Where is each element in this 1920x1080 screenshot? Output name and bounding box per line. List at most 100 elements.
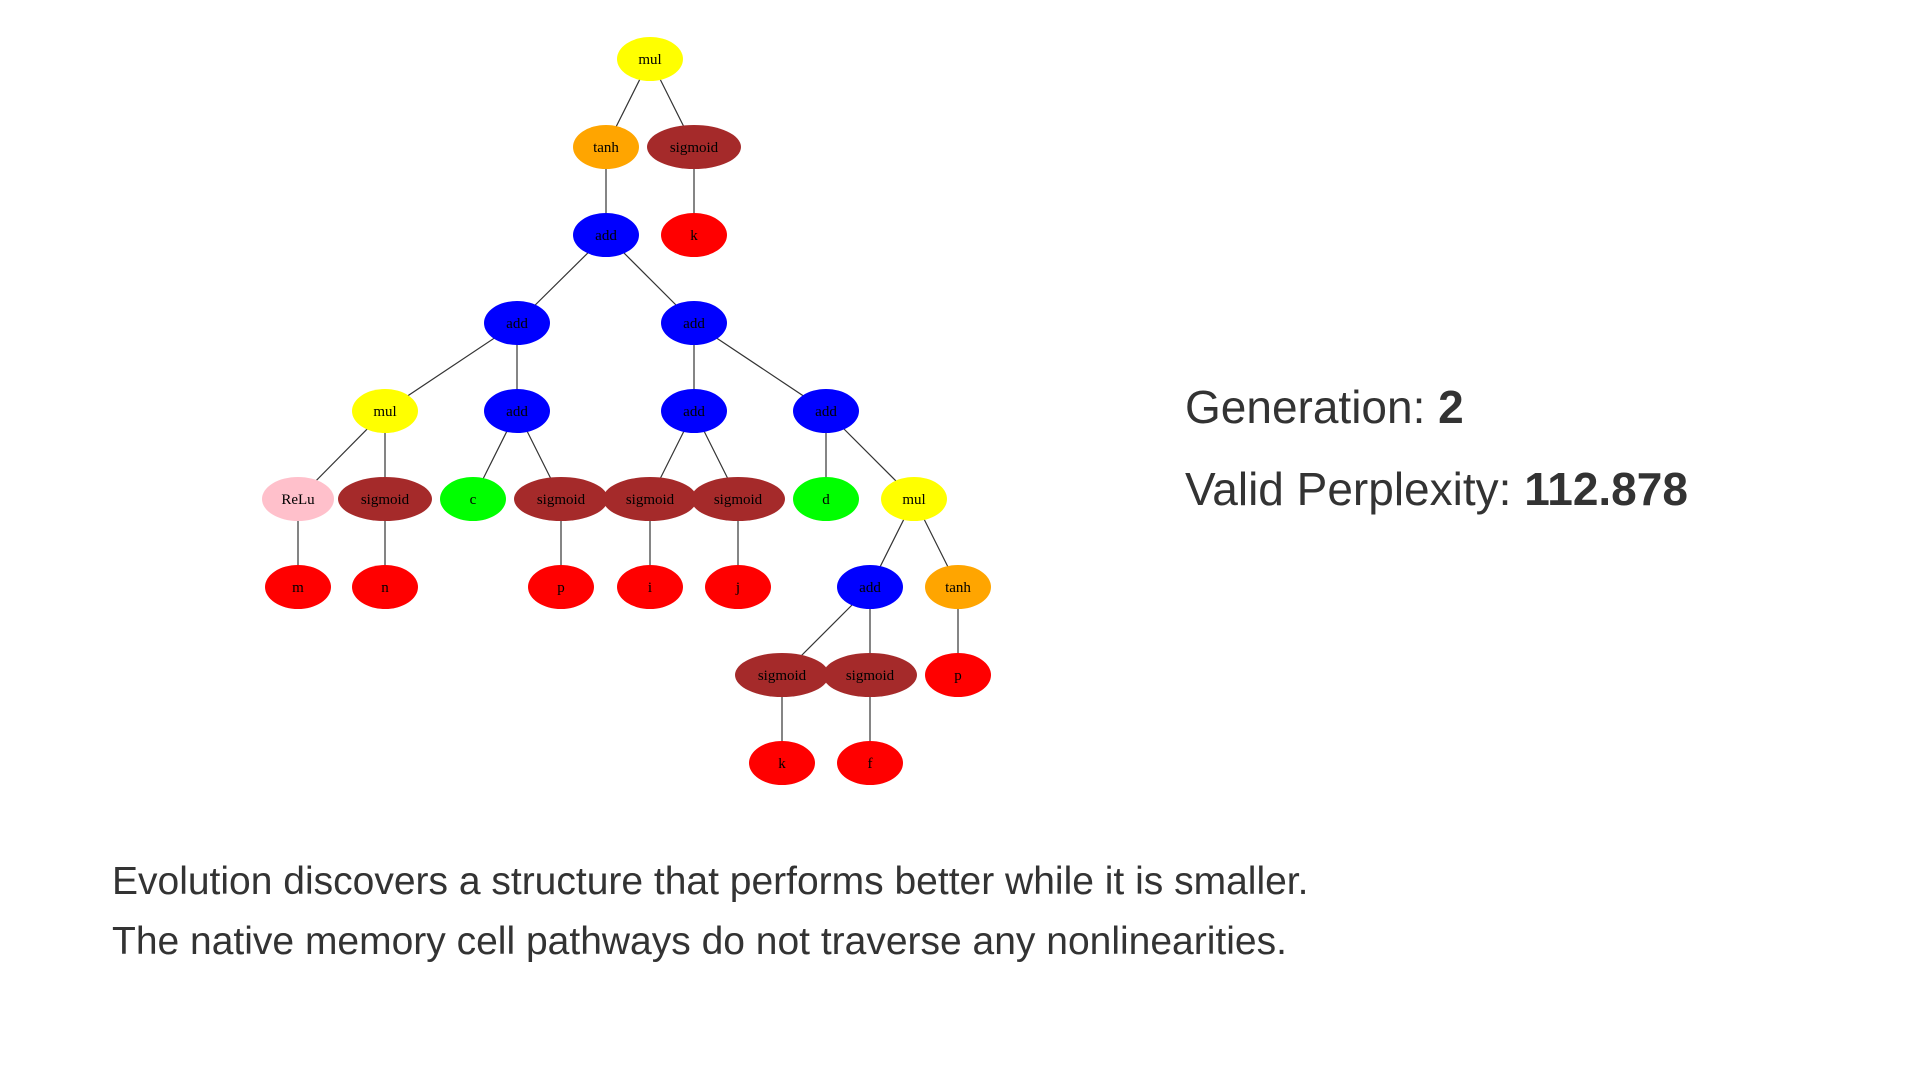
- tree-node-relu: ReLu: [262, 477, 334, 521]
- node-ellipse: [647, 125, 741, 169]
- node-label: add: [506, 404, 528, 420]
- node-label: m: [292, 580, 304, 596]
- node-label: add: [595, 228, 617, 244]
- caption-line-2: The native memory cell pathways do not t…: [112, 920, 1287, 963]
- node-ellipse: [352, 389, 418, 433]
- node-label: sigmoid: [758, 668, 807, 684]
- tree-node-add: add: [661, 301, 727, 345]
- node-label: sigmoid: [626, 492, 675, 508]
- tree-node-sigmoid: sigmoid: [735, 653, 829, 697]
- tree-node-k: k: [749, 741, 815, 785]
- tree-node-mul: mul: [352, 389, 418, 433]
- node-label: k: [778, 756, 786, 772]
- tree-node-k: k: [661, 213, 727, 257]
- node-ellipse: [925, 565, 991, 609]
- node-ellipse: [528, 565, 594, 609]
- node-ellipse: [484, 389, 550, 433]
- tree-node-n: n: [352, 565, 418, 609]
- node-label: f: [868, 756, 873, 772]
- node-ellipse: [705, 565, 771, 609]
- tree-node-p: p: [528, 565, 594, 609]
- node-ellipse: [881, 477, 947, 521]
- node-ellipse: [661, 389, 727, 433]
- node-ellipse: [352, 565, 418, 609]
- tree-node-sigmoid: sigmoid: [823, 653, 917, 697]
- tree-node-sigmoid: sigmoid: [514, 477, 608, 521]
- tree-node-f: f: [837, 741, 903, 785]
- tree-node-sigmoid: sigmoid: [691, 477, 785, 521]
- tree-node-add: add: [793, 389, 859, 433]
- tree-node-i: i: [617, 565, 683, 609]
- node-label: add: [683, 316, 705, 332]
- node-label: p: [557, 580, 565, 596]
- node-label: sigmoid: [361, 492, 410, 508]
- tree-node-p: p: [925, 653, 991, 697]
- node-label: sigmoid: [537, 492, 586, 508]
- node-ellipse: [749, 741, 815, 785]
- node-ellipse: [338, 477, 432, 521]
- node-label: j: [735, 580, 740, 596]
- caption-line-1: Evolution discovers a structure that per…: [112, 860, 1309, 903]
- tree-node-m: m: [265, 565, 331, 609]
- generation-value: 2: [1438, 381, 1464, 433]
- node-label: c: [470, 492, 477, 508]
- tree-node-d: d: [793, 477, 859, 521]
- node-label: mul: [373, 404, 396, 420]
- node-label: add: [506, 316, 528, 332]
- perplexity-label: Valid Perplexity:: [1185, 463, 1525, 515]
- node-ellipse: [823, 653, 917, 697]
- node-label: add: [815, 404, 837, 420]
- node-label: sigmoid: [670, 140, 719, 156]
- perplexity-stat: Valid Perplexity: 112.878: [1185, 462, 1688, 516]
- tree-node-add: add: [484, 301, 550, 345]
- node-ellipse: [603, 477, 697, 521]
- node-ellipse: [262, 477, 334, 521]
- node-label: i: [648, 580, 652, 596]
- node-ellipse: [484, 301, 550, 345]
- perplexity-value: 112.878: [1524, 463, 1688, 515]
- node-label: sigmoid: [846, 668, 895, 684]
- tree-node-add: add: [837, 565, 903, 609]
- node-label: ReLu: [281, 492, 315, 508]
- tree-node-add: add: [661, 389, 727, 433]
- node-label: mul: [902, 492, 925, 508]
- node-ellipse: [617, 565, 683, 609]
- tree-node-c: c: [440, 477, 506, 521]
- tree-node-tanh: tanh: [925, 565, 991, 609]
- node-label: k: [690, 228, 698, 244]
- tree-node-sigmoid: sigmoid: [603, 477, 697, 521]
- node-ellipse: [661, 213, 727, 257]
- tree-node-tanh: tanh: [573, 125, 639, 169]
- node-ellipse: [617, 37, 683, 81]
- generation-label: Generation:: [1185, 381, 1439, 433]
- node-label: tanh: [593, 140, 619, 156]
- node-ellipse: [925, 653, 991, 697]
- node-label: p: [954, 668, 962, 684]
- node-ellipse: [573, 213, 639, 257]
- node-ellipse: [793, 477, 859, 521]
- node-label: tanh: [945, 580, 971, 596]
- tree-node-sigmoid: sigmoid: [647, 125, 741, 169]
- node-ellipse: [735, 653, 829, 697]
- node-ellipse: [440, 477, 506, 521]
- node-ellipse: [837, 741, 903, 785]
- node-label: add: [859, 580, 881, 596]
- node-ellipse: [837, 565, 903, 609]
- generation-stat: Generation: 2: [1185, 380, 1464, 434]
- tree-node-j: j: [705, 565, 771, 609]
- tree-node-mul: mul: [617, 37, 683, 81]
- tree-node-add: add: [573, 213, 639, 257]
- node-ellipse: [691, 477, 785, 521]
- tree-node-add: add: [484, 389, 550, 433]
- node-ellipse: [514, 477, 608, 521]
- node-ellipse: [265, 565, 331, 609]
- node-label: sigmoid: [714, 492, 763, 508]
- node-label: n: [381, 580, 389, 596]
- node-label: d: [822, 492, 830, 508]
- node-ellipse: [661, 301, 727, 345]
- node-label: mul: [638, 52, 661, 68]
- tree-node-mul: mul: [881, 477, 947, 521]
- node-label: add: [683, 404, 705, 420]
